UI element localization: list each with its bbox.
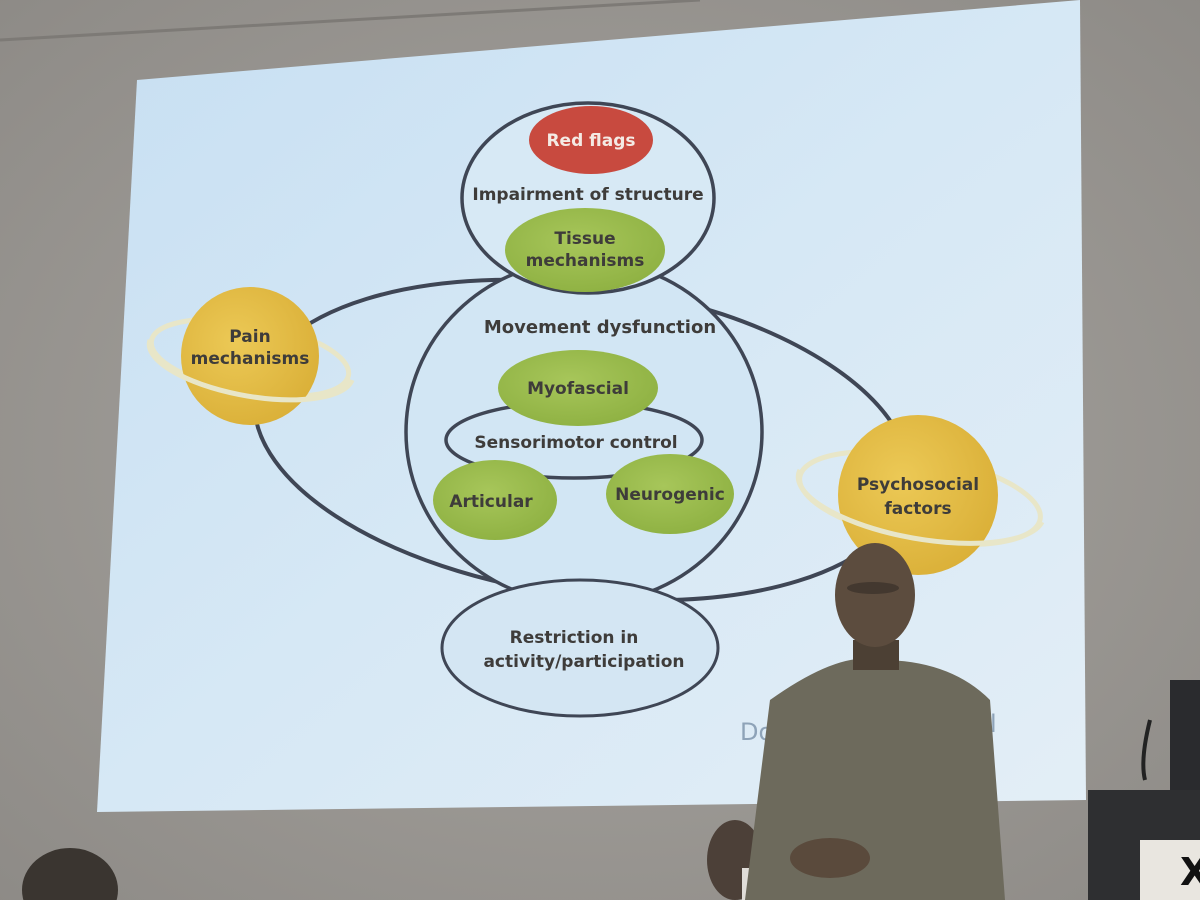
pain-mechanisms-label-1: Pain [229,327,270,347]
myofascial-label: Myofascial [527,379,629,399]
pain-ring-front [146,339,355,403]
tissue-mechanisms-label-1: Tissue [554,229,615,249]
presenter-hands [790,838,870,878]
psychosocial-ring-front [795,468,1045,546]
presenter [745,543,1005,900]
red-flags-label: Red flags [546,131,635,151]
presenter-sweater [745,658,1005,900]
restriction-label-2: activity/participation [483,652,684,672]
restriction-ellipse [440,578,720,718]
psychosocial-label-2: factors [884,499,951,519]
pain-mechanisms-label-2: mechanisms [191,349,310,369]
articular-label: Articular [449,492,533,512]
neurogenic-node [606,454,734,534]
presenter-head [835,543,915,647]
red-flags-node [529,106,653,174]
psychosocial-planet [838,415,998,575]
ceiling-edge [0,0,701,42]
citation-text-right: l [990,710,997,738]
tissue-mechanisms-node [505,208,665,292]
neurogenic-label: Neurogenic [615,485,725,505]
impairment-structure-label: Impairment of structure [472,185,703,205]
myofascial-node [498,350,658,426]
tissue-mechanisms-label-2: mechanisms [526,251,645,271]
lectern-sign [1140,840,1200,900]
psychosocial-label-1: Psychosocial [857,475,979,495]
audience-head-left [22,848,118,900]
restriction-label-1: Restriction in [510,628,639,648]
movement-dysfunction-label: Movement dysfunction [484,317,716,338]
microphone-stand [1141,719,1152,781]
presenter-eyes [847,582,899,594]
sensorimotor-control-label: Sensorimotor control [474,433,677,453]
lectern-sign-letter: X [1180,850,1200,894]
laptop-screen [1170,680,1200,790]
movement-dysfunction-circle [404,258,764,606]
articular-node [433,460,557,540]
